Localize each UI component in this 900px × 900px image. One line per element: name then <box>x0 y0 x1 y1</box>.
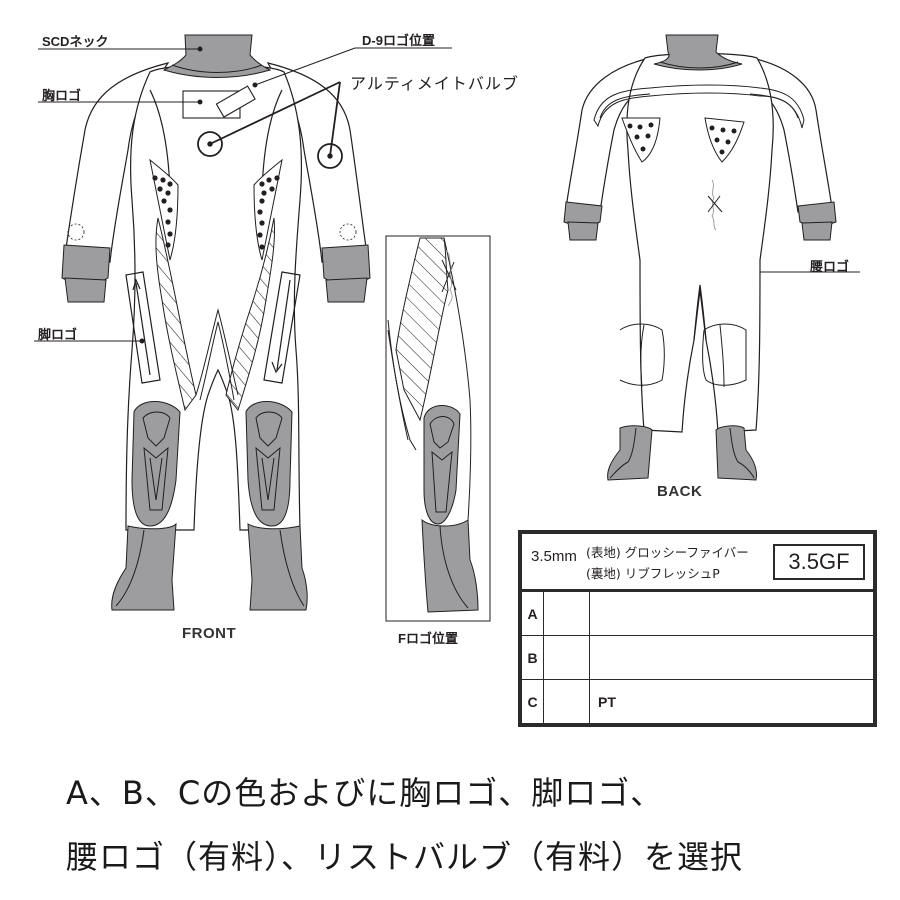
spec-row-letter: B <box>522 636 544 679</box>
swatch-plain <box>544 592 590 635</box>
back-neck <box>653 34 743 71</box>
front-dots <box>152 175 280 250</box>
caption-line-2: 腰ロゴ（有料）、リストバルブ（有料）を選択 <box>66 838 744 876</box>
front-leg-logo-right <box>263 271 301 384</box>
view-label-front: FRONT <box>182 625 237 642</box>
front-left-hatch-panel <box>155 217 197 412</box>
front-boots <box>111 522 308 611</box>
back-left-cuff <box>563 201 603 226</box>
d9-logo-box <box>215 85 256 118</box>
label-leg-logo: 脚ロゴ <box>38 327 78 342</box>
label-chest-logo: 胸ロゴ <box>42 88 82 103</box>
back-knees <box>619 323 747 388</box>
front-right-cuff <box>321 244 371 283</box>
label-ultimate-valve: アルティメイトバルブ <box>350 74 519 93</box>
f-logo-inset <box>387 237 479 613</box>
spec-thickness: 3.5mm <box>531 548 577 565</box>
spec-row-letter: A <box>522 592 544 635</box>
back-yoke <box>593 84 805 129</box>
swatch-dots <box>544 680 590 723</box>
label-f-logo-position: Fロゴ位置 <box>398 631 458 646</box>
back-body <box>626 52 774 433</box>
spec-row-a: A <box>522 592 873 636</box>
spec-row-letter: C <box>522 680 544 723</box>
front-knee-pads <box>131 401 293 527</box>
spec-row-c: C PT <box>522 680 873 723</box>
front-leg-logo-left <box>125 271 161 384</box>
spec-inner-material: (裏地) リブフレッシュP <box>586 566 720 581</box>
back-left-dot-panel <box>621 117 661 163</box>
spec-material-code: 3.5GF <box>773 544 865 580</box>
material-spec-table: 3.5mm (表地) グロッシーファイバー (裏地) リブフレッシュP 3.5G… <box>518 530 877 727</box>
caption-line-1: A、B、Cの色およびに胸ロゴ、脚ロゴ、 <box>66 774 664 812</box>
label-scd-neck: SCDネック <box>42 34 109 49</box>
back-boots <box>607 425 757 481</box>
label-d9-logo-position: D-9ロゴ位置 <box>362 33 435 48</box>
front-left-cuff <box>61 244 111 283</box>
spec-outer-material: (表地) グロッシーファイバー <box>586 545 749 560</box>
label-waist-logo: 腰ロゴ <box>810 259 850 274</box>
swatch-hatched <box>544 636 590 679</box>
front-neck <box>162 34 272 78</box>
spec-row-description: PT <box>598 693 616 710</box>
spec-row-b: B <box>522 636 873 680</box>
waist-logo-mark <box>707 179 723 231</box>
front-right-hatch-panel <box>225 217 276 412</box>
view-label-back: BACK <box>657 483 703 500</box>
back-dots <box>627 122 737 155</box>
spec-header: 3.5mm (表地) グロッシーファイバー (裏地) リブフレッシュP 3.5G… <box>522 534 873 592</box>
back-right-cuff <box>797 201 837 226</box>
